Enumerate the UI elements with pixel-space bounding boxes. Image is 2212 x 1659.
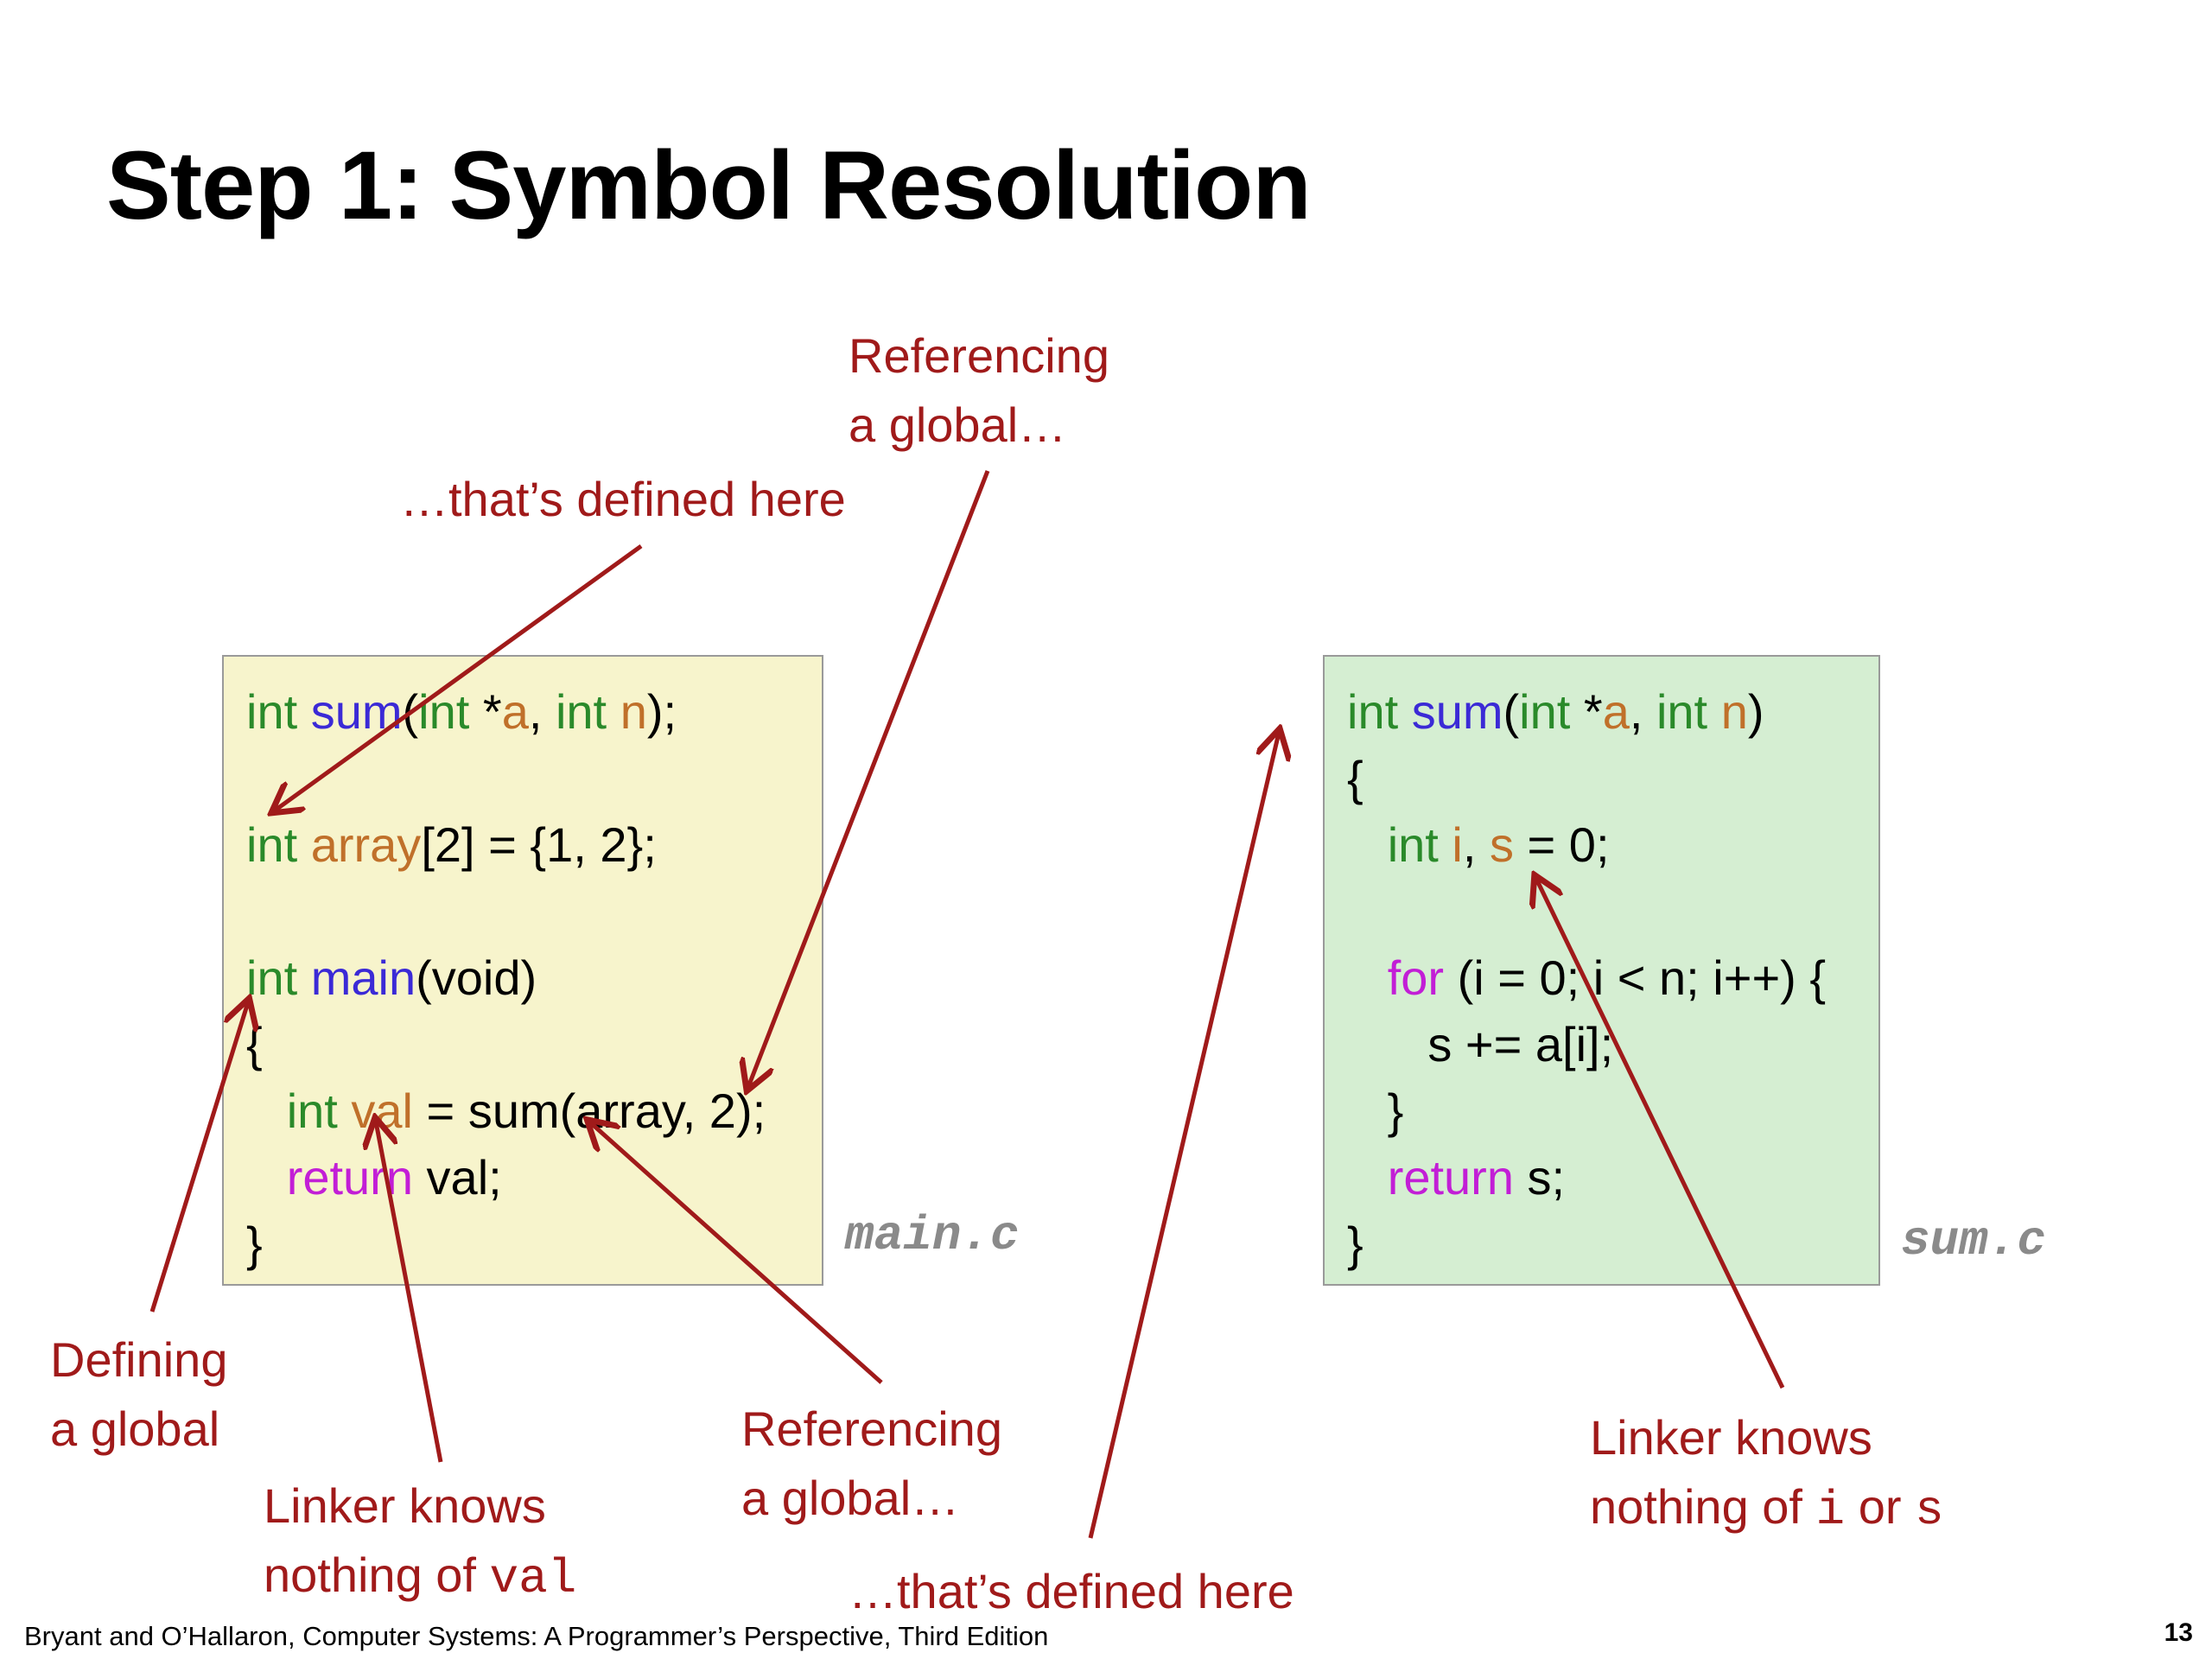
annotation-line: Defining [50,1332,228,1387]
code-token: , [528,684,556,739]
annotation-line: Referencing [849,328,1109,383]
code-line: } [246,1211,766,1277]
annotation-text: nothing of [264,1548,490,1602]
annotation-code: i [1815,1483,1846,1538]
code-line: int main(void) [246,944,766,1011]
sum-c-code: int sum(int *a, int n){ int i, s = 0; fo… [1347,678,1826,1277]
code-line: int array[2] = {1, 2}; [246,811,766,878]
annotation-line: a global… [849,397,1067,452]
code-token: = sum(array, 2); [413,1084,766,1138]
code-line: } [1347,1077,1826,1144]
annotation-line: a global [50,1402,220,1456]
page-number: 13 [2164,1618,2193,1647]
main-c-code-box: int sum(int *a, int n); int array[2] = {… [222,655,823,1286]
arrow-linker-to-val [376,1122,443,1463]
code-token: } [1347,1217,1363,1271]
sum-c-code-box: int sum(int *a, int n){ int i, s = 0; fo… [1323,655,1880,1286]
code-token: } [246,1217,263,1271]
code-token: ) [1747,684,1764,739]
code-token: , [1629,684,1656,739]
annotation-line: Linker knows [264,1478,546,1533]
code-token: (i = 0; i < n; i++) { [1444,950,1827,1005]
annotation-referencing-global-bottom: Referencing a global… [741,1395,1002,1533]
code-line: for (i = 0; i < n; i++) { [1347,944,1826,1011]
code-token: n [1720,684,1748,739]
annotation-code: val [489,1551,577,1606]
arrow-linker-to-i-s [1536,879,1785,1389]
code-token: * [1570,684,1603,739]
code-line: int val = sum(array, 2); [246,1077,766,1144]
code-token: int [1519,684,1571,739]
code-token: ); [646,684,677,739]
main-c-filename: main.c [845,1208,1020,1263]
code-token: int [286,1084,338,1138]
code-token: n [620,684,647,739]
code-token: int [246,817,298,872]
code-token: [2] = {1, 2}; [421,817,657,872]
code-token: s += a[i]; [1347,1017,1614,1071]
code-token: int [555,684,607,739]
code-token: , [1462,817,1490,872]
code-line: int sum(int *a, int n) [1347,678,1826,745]
code-token: array [310,817,422,872]
annotation-defined-here-bottom: …that’s defined here [849,1564,1294,1618]
code-token: val; [412,1150,502,1205]
code-token: s [1489,817,1514,872]
annotation-linker-knows-i-s: Linker knows nothing of i or s [1590,1403,1944,1545]
code-line: { [1347,745,1826,811]
code-token: int [1656,684,1708,739]
annotation-code: s [1915,1483,1944,1538]
code-token: return [1387,1150,1514,1205]
annotation-linker-knows-val: Linker knows nothing of val [264,1471,576,1613]
code-token: i [1452,817,1463,872]
annotation-defining-global: Defining a global [50,1325,227,1464]
code-token: (void) [416,950,537,1005]
annotation-referencing-global-top: Referencing a global… [849,321,1109,460]
code-token: sum [1411,684,1503,739]
annotation-line: Linker knows [1590,1410,1872,1465]
code-token: * [469,684,502,739]
annotation-line: Referencing [741,1402,1002,1456]
code-token: for [1387,950,1445,1005]
code-token: main [310,950,416,1005]
arrow-referencing-to-sum-call [748,470,990,1087]
annotation-line: a global… [741,1471,960,1525]
code-token: a [1602,684,1630,739]
slide-title: Step 1: Symbol Resolution [106,131,1312,239]
code-line: s += a[i]; [1347,1011,1826,1077]
code-token: int [1387,817,1439,872]
arrow-defining-global-to-main [149,1002,248,1313]
code-line: } [1347,1211,1826,1277]
arrow-defined-here-to-array [275,543,643,810]
sum-c-filename: sum.c [1901,1213,2047,1268]
arrow-referencing-to-sum [590,1122,883,1384]
main-c-code: int sum(int *a, int n); int array[2] = {… [246,678,766,1277]
annotation-defined-here-top: …that’s defined here [400,472,846,526]
code-token: a [501,684,529,739]
code-token: { [1347,751,1363,805]
slide-footer: Bryant and O’Hallaron, Computer Systems:… [24,1621,1049,1651]
annotation-line: nothing of val [264,1541,576,1613]
annotation-line: nothing of i or s [1590,1472,1944,1545]
annotation-text: or [1845,1479,1916,1534]
code-token: int [246,684,298,739]
code-line: int i, s = 0; [1347,811,1826,878]
code-token: } [1347,1084,1404,1138]
arrow-defined-here-to-sum-def [1088,733,1279,1539]
code-line: return s; [1347,1144,1826,1211]
code-token: ( [1503,684,1520,739]
annotation-text: nothing of [1590,1479,1816,1534]
code-token: = 0; [1513,817,1610,872]
code-token: int [1347,684,1399,739]
code-token: s; [1513,1150,1566,1205]
code-token: int [418,684,470,739]
